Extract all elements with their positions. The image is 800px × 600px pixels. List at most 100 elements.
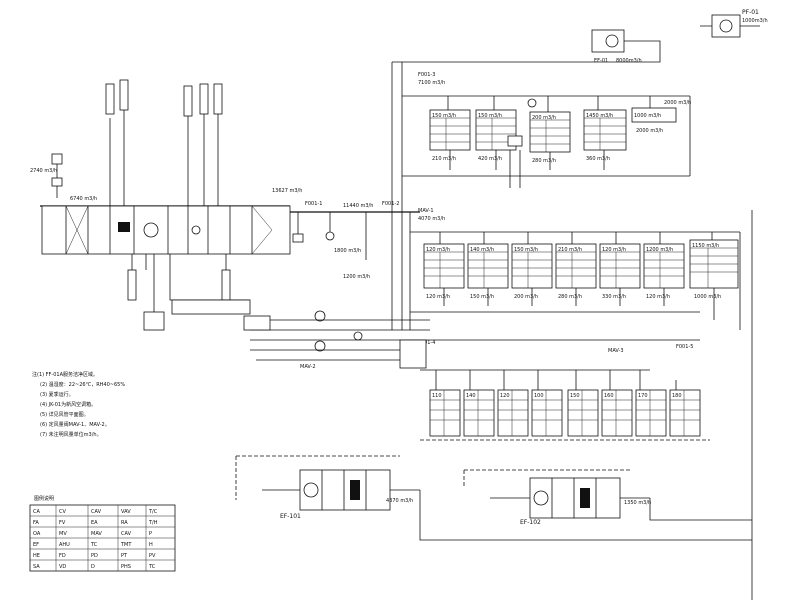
lower-label-1: F001-4 xyxy=(418,340,435,346)
lower-col-3: 120 xyxy=(497,370,529,437)
main-f001-2: F001-2 xyxy=(382,201,399,207)
mid-right-unit-tag: 1150 m3/h xyxy=(692,243,719,249)
mid-flow: 4070 m3/h xyxy=(418,216,445,222)
pf01-flow: 1000m3/h xyxy=(742,18,768,24)
ahu-flow-left: 6740 m3/h xyxy=(70,196,97,202)
lower-col-7-label: 170 xyxy=(638,393,648,399)
legend-cell: H xyxy=(149,542,153,548)
lower-col-8: 180 xyxy=(669,380,701,437)
mid-unit-5-out: 330 m3/h xyxy=(602,294,626,300)
lower-col-8-label: 180 xyxy=(672,393,682,399)
mid-unit-2-out: 150 m3/h xyxy=(470,294,494,300)
note-4: (4) JK-01为新风空调箱。 xyxy=(40,401,96,408)
lower-col-5: 150 xyxy=(567,370,599,437)
ef101-label: EF-101 xyxy=(280,513,301,520)
lower-col-2: 140 xyxy=(463,370,495,437)
ef101-flow: 4370 m3/h xyxy=(386,498,413,504)
mid-unit-4: 210 m3/h 280 m3/h xyxy=(555,232,597,306)
ef01-label: EF-01 xyxy=(594,58,608,64)
upper-unit-3-out: 280 m3/h xyxy=(532,158,556,164)
note-1: 注(1) FF-01A服务洁净区域。 xyxy=(32,371,98,378)
legend-cell: EF xyxy=(33,542,39,548)
main-flow-3: 1200 m3/h xyxy=(343,274,370,280)
legend-cell: PHS xyxy=(121,564,131,570)
pf01-label: PF-01 xyxy=(742,9,759,16)
mid-unit-1-tag: 120 m3/h xyxy=(426,247,450,253)
lower-label-3: MAV-2 xyxy=(300,364,316,370)
legend-cell: MV xyxy=(59,531,67,537)
left-inlet: 2740 m3/h xyxy=(30,153,63,198)
legend-cell: VD xyxy=(59,564,66,570)
upper-unit-1: 150 m3/h 210 m3/h xyxy=(429,96,471,170)
legend-cell: SA xyxy=(33,564,40,570)
ef102-flow: 1350 m3/h xyxy=(624,500,651,506)
legend-cell: AHU xyxy=(59,542,70,548)
lower-col-6: 160 xyxy=(601,370,633,437)
mid-unit-1: 120 m3/h 120 m3/h xyxy=(423,232,465,306)
exhaust-fans: EF-101 4370 m3/h EF-102 1350 m3/h xyxy=(235,455,752,541)
legend-cell: D xyxy=(91,564,95,570)
upper-group: F001-3 7100 m3/h 2000 m3/h 150 m3/h 210 … xyxy=(402,72,691,188)
mid-unit-4-tag: 210 m3/h xyxy=(558,247,582,253)
upper-unit-4: 1450 m3/h 360 m3/h xyxy=(583,96,627,170)
lower-group: F001-4 F001-5 MAV-2 MAV-3 110 140 120 xyxy=(243,310,710,441)
ef01-flow: 8000m3/h xyxy=(616,58,642,64)
legend-cell: T/H xyxy=(148,520,158,526)
ef102-label: EF-102 xyxy=(520,519,541,526)
mid-right-unit: 1150 m3/h 1000 m3/h xyxy=(689,232,739,320)
lower-label-2: F001-5 xyxy=(676,344,693,350)
ahu-flow-right: 13627 m3/h xyxy=(272,188,302,194)
legend-cell: VAV xyxy=(121,509,131,515)
legend-cell: CA xyxy=(33,509,40,515)
lower-col-4: 100 xyxy=(531,370,563,437)
legend-cell: OA xyxy=(33,531,41,537)
legend-cell: PV xyxy=(149,553,156,559)
legend-cell: FD xyxy=(59,553,66,559)
upper-flow: 7100 m3/h xyxy=(418,80,445,86)
mid-unit-6-out: 120 m3/h xyxy=(646,294,670,300)
legend-cell: RA xyxy=(121,520,128,526)
note-2: (2) 温湿度：22~26℃，RH40~65% xyxy=(40,381,125,388)
middle-group: MAV-1 4070 m3/h 120 m3/h 120 m3/h 140 m3… xyxy=(410,208,753,600)
legend-cell: MAV xyxy=(91,531,102,537)
legend-cell: P xyxy=(149,531,152,537)
legend-cell: PT xyxy=(121,553,128,559)
upper-label: F001-3 xyxy=(418,72,435,78)
note-7: (7) 未注明风量单位m3/h。 xyxy=(40,431,102,438)
mid-unit-3: 150 m3/h 200 m3/h xyxy=(511,232,553,306)
mid-unit-6-tag: 1200 m3/h xyxy=(646,247,673,253)
upper-unit-2-tag: 150 m3/h xyxy=(478,113,502,119)
legend-cell: TMT xyxy=(120,542,132,548)
legend-cell: HE xyxy=(33,553,40,559)
upper-header-flow: 2000 m3/h xyxy=(664,100,691,106)
upper-unit-2-out: 420 m3/h xyxy=(478,156,502,162)
upper-unit-4-tag: 1450 m3/h xyxy=(586,113,613,119)
lower-col-6-label: 160 xyxy=(604,393,614,399)
upper-unit-3: 200 m3/h 280 m3/h xyxy=(527,96,571,170)
main-flow-2: 1800 m3/h xyxy=(334,248,361,254)
mid-unit-4-out: 280 m3/h xyxy=(558,294,582,300)
mid-right-unit-out: 1000 m3/h xyxy=(694,294,721,300)
mid-unit-1-out: 120 m3/h xyxy=(426,294,450,300)
lower-col-7: 170 xyxy=(635,370,667,437)
mid-unit-5-tag: 120 m3/h xyxy=(602,247,626,253)
main-ahu: 6740 m3/h 13627 m3/h xyxy=(40,79,302,331)
legend-cell: TC xyxy=(148,564,156,570)
lower-label-4: MAV-3 xyxy=(608,348,624,354)
lower-col-4-label: 100 xyxy=(534,393,544,399)
legend-cell: CAV xyxy=(121,531,132,537)
legend-cell: PD xyxy=(91,553,98,559)
note-5: (5) 详见风管平面图。 xyxy=(40,411,89,418)
legend-cell: CAV xyxy=(91,509,102,515)
upper-unit-5: 1000 m3/h 2000 m3/h xyxy=(631,96,677,134)
mid-label: MAV-1 xyxy=(418,208,434,214)
mid-unit-2-tag: 140 m3/h xyxy=(470,247,494,253)
upper-unit-5-tag: 1000 m3/h xyxy=(634,113,661,119)
top-fans: PF-01 1000m3/h EF-01 8000m3/h xyxy=(392,9,768,64)
legend-cell: T/C xyxy=(148,509,158,515)
legend-cell: CV xyxy=(59,509,66,515)
upper-unit-4-out: 360 m3/h xyxy=(586,156,610,162)
note-6: (6) 定风量阀MAV-1、MAV-2。 xyxy=(40,421,110,428)
